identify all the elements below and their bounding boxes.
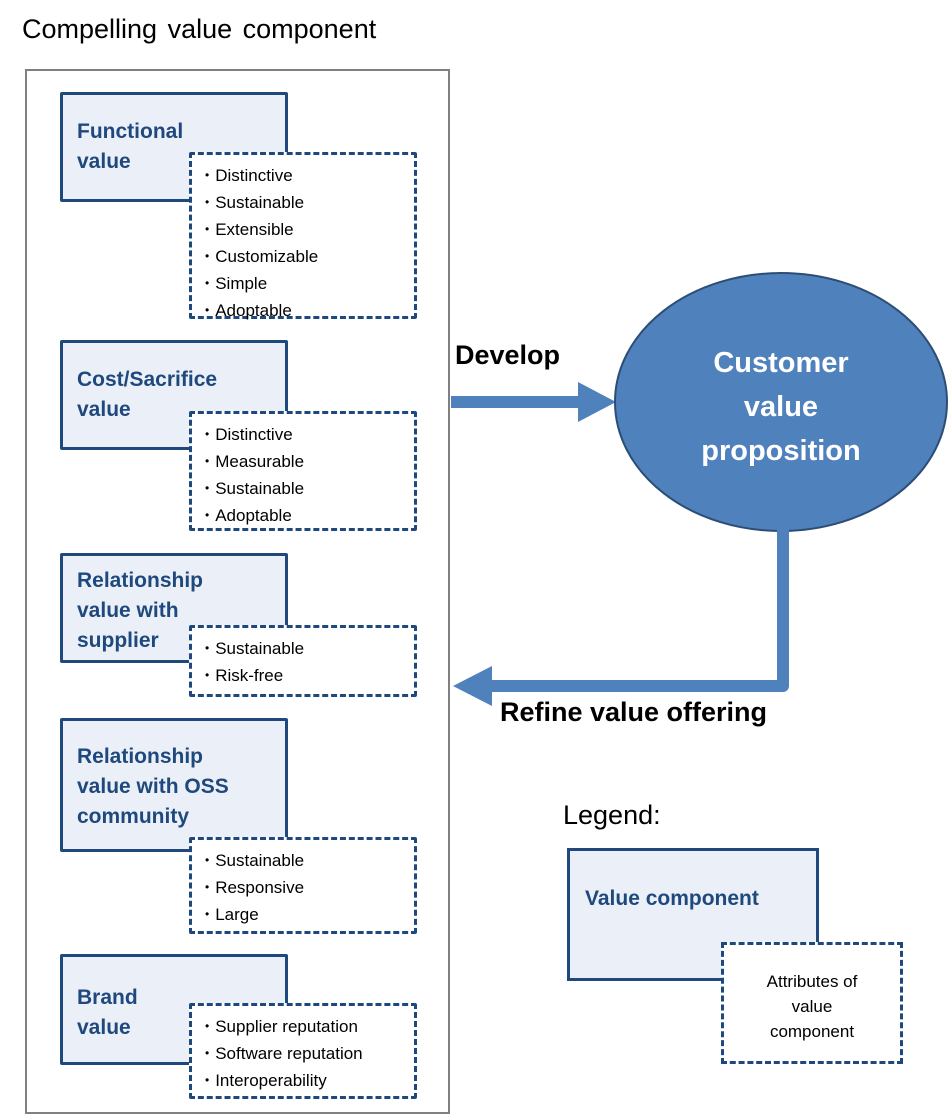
component-title-line: Relationship bbox=[77, 745, 204, 768]
attribute-item: Responsive bbox=[205, 875, 414, 902]
value-components-container bbox=[25, 69, 450, 1114]
legend-attribute-line: value bbox=[791, 997, 833, 1016]
attributes-functional-value: Distinctive Sustainable Extensible Custo… bbox=[189, 152, 417, 320]
ellipse-text-line: Customer bbox=[713, 347, 849, 379]
attribute-item: Sustainable bbox=[205, 190, 414, 217]
component-title-line: supplier bbox=[77, 629, 159, 652]
component-title-line: value bbox=[77, 398, 131, 421]
legend-title: Legend: bbox=[563, 800, 661, 830]
attribute-item: Extensible bbox=[205, 217, 414, 244]
attribute-item: Large bbox=[205, 902, 414, 929]
legend-attribute-line: component bbox=[769, 1022, 855, 1041]
attribute-item: Distinctive bbox=[205, 163, 414, 190]
attribute-item: Adoptable bbox=[205, 503, 414, 530]
attribute-item: Supplier reputation bbox=[205, 1014, 414, 1041]
component-relationship-oss-community: Relationship value with OSS community bbox=[60, 718, 288, 852]
component-functional-value: Functional value bbox=[60, 92, 288, 202]
ellipse-text-line: proposition bbox=[701, 435, 861, 467]
refine-arrow bbox=[453, 520, 789, 706]
component-title-line: Cost/Sacrifice bbox=[77, 368, 218, 391]
refine-label: Refine value offering bbox=[500, 697, 768, 727]
attribute-item: Measurable bbox=[205, 449, 414, 476]
attribute-item: Software reputation bbox=[205, 1041, 414, 1068]
component-title-line: community bbox=[77, 805, 190, 828]
attribute-item: Customizable bbox=[205, 244, 414, 271]
component-cost-sacrifice-value: Cost/Sacrifice value bbox=[60, 340, 288, 450]
component-title-line: value with OSS bbox=[77, 775, 229, 798]
attribute-item: Distinctive bbox=[205, 422, 414, 449]
attributes-relationship-supplier: Sustainable Risk-free bbox=[189, 625, 417, 697]
attributes-brand-value: Supplier reputation Software reputation … bbox=[189, 1003, 417, 1099]
component-title-line: value bbox=[77, 1016, 131, 1039]
attribute-item: Sustainable bbox=[205, 476, 414, 503]
component-title-line: Brand bbox=[77, 986, 138, 1009]
component-title-line: Relationship bbox=[77, 569, 204, 592]
customer-value-proposition-label: Customer value proposition bbox=[614, 341, 948, 473]
attribute-item: Risk-free bbox=[205, 663, 414, 690]
develop-arrow bbox=[451, 382, 616, 422]
attribute-item: Adoptable bbox=[205, 298, 414, 325]
attribute-item: Interoperability bbox=[205, 1068, 414, 1095]
develop-label: Develop bbox=[455, 340, 561, 370]
component-title-line: Functional bbox=[77, 120, 184, 143]
legend-attribute-line: Attributes of bbox=[766, 972, 858, 991]
diagram-title: Compelling value component bbox=[22, 14, 377, 44]
attribute-item: Simple bbox=[205, 271, 414, 298]
component-title-line: value bbox=[77, 150, 131, 173]
component-title-line: value with bbox=[77, 599, 179, 622]
attribute-item: Sustainable bbox=[205, 636, 414, 663]
ellipse-text-line: value bbox=[743, 391, 819, 423]
attributes-cost-sacrifice-value: Distinctive Measurable Sustainable Adopt… bbox=[189, 411, 417, 531]
attribute-item: Sustainable bbox=[205, 848, 414, 875]
attributes-relationship-oss-community: Sustainable Responsive Large bbox=[189, 837, 417, 934]
legend-component-label: Value component bbox=[585, 887, 759, 910]
legend-attributes: Attributes of value component bbox=[721, 942, 903, 1064]
